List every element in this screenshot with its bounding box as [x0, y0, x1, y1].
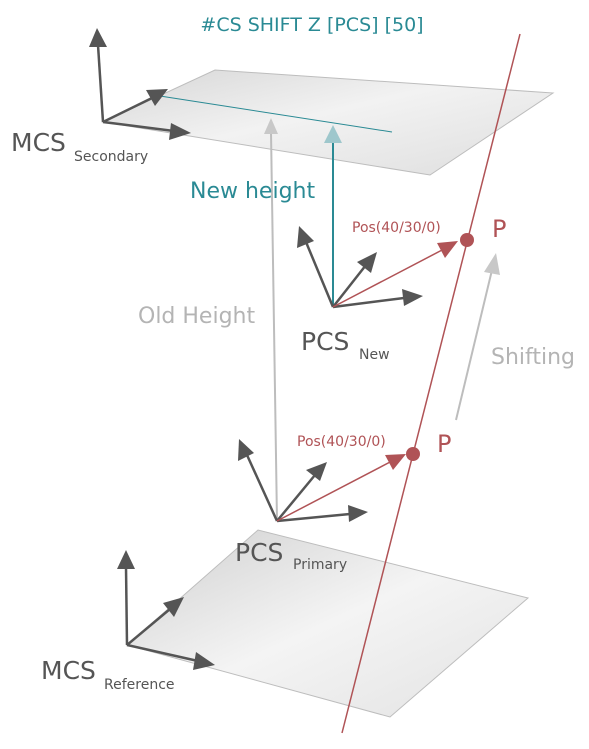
mcs-secondary-axes	[89, 28, 191, 140]
shifting-label: Shifting	[491, 345, 575, 370]
old-height-label: Old Height	[138, 304, 255, 329]
pcs-new-sub: New	[359, 347, 390, 363]
shifting-line	[455, 269, 493, 421]
old-height-arrowhead	[264, 118, 278, 134]
pos-vector-primary	[276, 460, 393, 522]
pos-vector-new-arrowhead	[437, 241, 458, 258]
pcs-primary-axes	[238, 439, 368, 523]
mcs-secondary-label: MCS	[11, 128, 66, 157]
point-primary-marker	[406, 447, 420, 461]
point-primary-label: P	[437, 430, 451, 458]
pcs-new-axes	[297, 226, 423, 309]
pcs-new-label: PCS	[301, 327, 349, 356]
diagram-title: #CS SHIFT Z [PCS] [50]	[200, 14, 423, 36]
mcs-reference-sub: Reference	[104, 677, 175, 693]
new-height-arrowhead	[324, 125, 342, 143]
mcs-reference-label: MCS	[41, 656, 96, 685]
pcs-primary-sub: Primary	[293, 557, 347, 573]
mcs-reference-axes	[117, 550, 215, 670]
z-axis-line	[341, 33, 521, 734]
mcs-secondary-sub: Secondary	[74, 149, 148, 165]
old-height-line	[270, 131, 278, 522]
pcs-primary-label: PCS	[235, 538, 283, 567]
pos-new-label: Pos(40/30/0)	[352, 220, 441, 236]
pos-vector-primary-arrowhead	[385, 454, 406, 470]
new-height-label: New height	[190, 179, 315, 204]
point-new-label: P	[492, 215, 506, 243]
pos-primary-label: Pos(40/30/0)	[297, 434, 386, 450]
point-new-marker	[460, 233, 474, 247]
new-level-line	[159, 95, 393, 133]
shifting-arrowhead	[484, 253, 500, 275]
pos-vector-new	[332, 248, 445, 308]
reference-plane	[125, 529, 530, 718]
